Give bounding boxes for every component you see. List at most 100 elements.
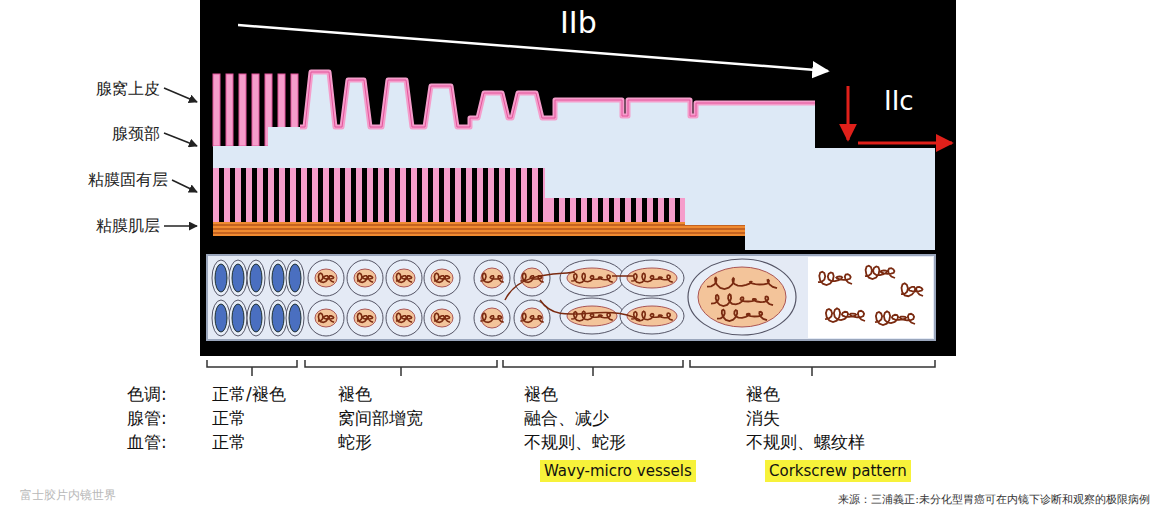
gland-oval bbox=[286, 260, 304, 296]
gland-core bbox=[315, 269, 337, 287]
gland-stripe bbox=[389, 168, 395, 222]
gland-stripe bbox=[422, 168, 428, 222]
vessel bbox=[434, 313, 450, 322]
leader-arrow bbox=[164, 88, 197, 102]
crypt-bar bbox=[252, 74, 259, 146]
muscularis bbox=[213, 222, 745, 236]
gland-stripe bbox=[400, 168, 406, 222]
gland-stripe bbox=[345, 168, 351, 222]
muscle-line bbox=[213, 225, 745, 226]
watermark: 富士胶片内镜世界 bbox=[20, 488, 116, 502]
gland-stripe bbox=[548, 198, 554, 222]
iib-arrow bbox=[238, 25, 828, 71]
iic-down-arrow bbox=[847, 86, 850, 140]
gland-lumen bbox=[232, 264, 244, 292]
table-cell: 不规则、螺纹样 bbox=[746, 432, 865, 452]
gland-stripe bbox=[532, 168, 538, 222]
gland-core bbox=[354, 269, 376, 287]
gland-stripe bbox=[433, 168, 439, 222]
row-header: 腺管: bbox=[127, 408, 167, 428]
gland-lumen bbox=[215, 304, 227, 332]
gland-core bbox=[315, 309, 337, 327]
vessel bbox=[318, 313, 334, 322]
crypt-bar bbox=[278, 74, 285, 128]
vessel bbox=[357, 313, 373, 322]
gland-stripe bbox=[378, 168, 384, 222]
cancer-area bbox=[808, 257, 933, 338]
highlight-text: Corkscrew pattern bbox=[769, 462, 907, 480]
gland-stripe bbox=[455, 168, 461, 222]
highlight-box: Corkscrew pattern bbox=[765, 460, 911, 482]
gland-core bbox=[354, 309, 376, 327]
table-cell: 正常 bbox=[212, 408, 246, 428]
leader-arrow bbox=[172, 180, 197, 192]
vessel bbox=[520, 313, 543, 322]
gland-oval bbox=[229, 300, 247, 336]
table-cell: 褪色 bbox=[524, 384, 558, 404]
gland-stripe bbox=[625, 198, 631, 222]
gland-lumen bbox=[232, 304, 244, 332]
highlight-text: Wavy-micro vessels bbox=[544, 462, 692, 480]
gland-round bbox=[347, 260, 383, 296]
gland-stripe bbox=[581, 198, 587, 222]
gland-fused bbox=[474, 260, 510, 296]
gland-lumen bbox=[272, 304, 284, 332]
gland-stripe bbox=[312, 168, 318, 222]
row-header: 血管: bbox=[127, 432, 167, 452]
gland-stripe bbox=[224, 168, 230, 222]
corkscrew-vessel bbox=[825, 308, 865, 322]
vessel bbox=[711, 294, 773, 306]
vessel bbox=[480, 273, 503, 282]
leader-arrow bbox=[164, 133, 197, 146]
table-cell: 窝间部增宽 bbox=[338, 408, 423, 428]
gland-core bbox=[431, 269, 453, 287]
muscle-line bbox=[213, 233, 745, 234]
gland-lumen bbox=[289, 304, 301, 332]
highlight-box: Wavy-micro vessels bbox=[540, 460, 696, 482]
gland-stripe bbox=[213, 168, 219, 222]
gland-stripe bbox=[477, 168, 483, 222]
gland-stripe bbox=[647, 198, 653, 222]
gland-stripe bbox=[356, 168, 362, 222]
gland-stripe bbox=[521, 168, 527, 222]
gland-stripe bbox=[658, 198, 664, 222]
gland-round bbox=[386, 260, 422, 296]
gland-round bbox=[424, 260, 460, 296]
panel-ground bbox=[200, 0, 956, 356]
gland-stripe bbox=[636, 198, 642, 222]
foveolar-edge bbox=[300, 72, 815, 127]
table-cell: 不规则、蛇形 bbox=[524, 432, 626, 452]
gland-oval bbox=[269, 260, 287, 296]
gland-stripe bbox=[290, 168, 296, 222]
gland-stripe bbox=[268, 168, 274, 222]
gland-oval bbox=[212, 260, 230, 296]
gland-core bbox=[627, 306, 677, 326]
gland-core bbox=[393, 309, 415, 327]
iic-right-arrow bbox=[858, 142, 952, 145]
table-cell: 融合、减少 bbox=[524, 408, 609, 428]
gland-stripe bbox=[510, 168, 516, 222]
vessel bbox=[434, 273, 450, 282]
table-cell: 消失 bbox=[746, 408, 780, 428]
gland-stripe bbox=[279, 168, 285, 222]
gland-round bbox=[386, 300, 422, 336]
gland-stripe bbox=[334, 168, 340, 222]
gland-fused bbox=[560, 260, 624, 296]
gland-core bbox=[481, 308, 503, 328]
gland-round bbox=[308, 300, 344, 336]
gland-stripe bbox=[488, 168, 494, 222]
muscle-line bbox=[213, 229, 745, 230]
gland-oval bbox=[269, 300, 287, 336]
leader-arrow bbox=[164, 225, 197, 227]
gland-oval bbox=[286, 300, 304, 336]
vessel bbox=[707, 278, 777, 289]
vessel bbox=[571, 273, 613, 283]
gland-round bbox=[308, 260, 344, 296]
gland-stripe bbox=[411, 168, 417, 222]
corkscrew-vessel bbox=[875, 311, 915, 325]
foveolar-epithelium bbox=[300, 72, 815, 127]
gland-core bbox=[567, 268, 617, 288]
gland-round bbox=[347, 300, 383, 336]
gland-sections bbox=[212, 259, 923, 336]
gland-large bbox=[688, 259, 796, 335]
